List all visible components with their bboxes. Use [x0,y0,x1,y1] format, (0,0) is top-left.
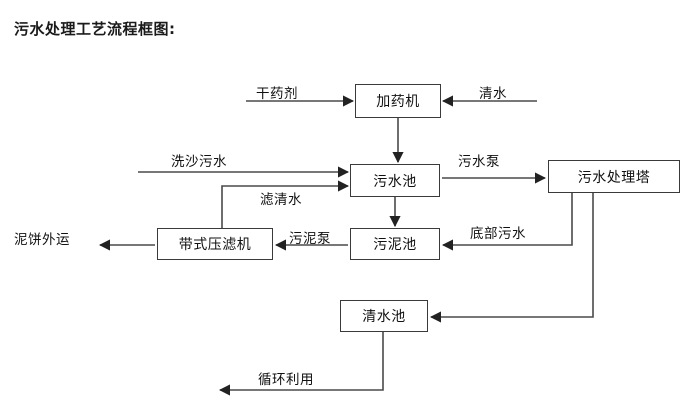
node-sewage-pool[interactable]: 污水池 [350,164,440,197]
edge-label-recycle-reuse: 循环利用 [258,372,314,388]
edge-label-sludge-pump: 污泥泵 [289,231,331,247]
node-label: 带式压滤机 [178,237,252,253]
node-label: 污泥池 [373,237,417,253]
edge-label-filtrate-water: 滤清水 [260,192,302,208]
node-label: 清水池 [362,309,406,325]
node-treatment-tower[interactable]: 污水处理塔 [548,160,680,193]
edge-tower-to-clear-pool [429,193,594,323]
node-label: 污水处理塔 [577,169,651,186]
node-sludge-pool[interactable]: 污泥池 [350,228,440,260]
node-dosing-machine[interactable]: 加药机 [355,84,441,118]
edge-label-bottom-wastewater: 底部污水 [470,226,526,242]
page-title: 污水处理工艺流程框图: [14,20,176,38]
node-label: 加药机 [376,94,420,110]
terminal-mudcake-transport-out: 泥饼外运 [14,232,70,248]
edge-label-sewage-pump: 污水泵 [458,154,500,170]
edge-label-dry-agent: 干药剂 [256,86,298,102]
edge-label-sand-wash-wastewater: 洗沙污水 [171,154,227,170]
edge-label-clean-water: 清水 [479,86,507,102]
node-label: 污水池 [373,173,417,190]
node-belt-filter-press[interactable]: 带式压滤机 [157,228,273,260]
node-clear-water-pool[interactable]: 清水池 [340,300,428,332]
